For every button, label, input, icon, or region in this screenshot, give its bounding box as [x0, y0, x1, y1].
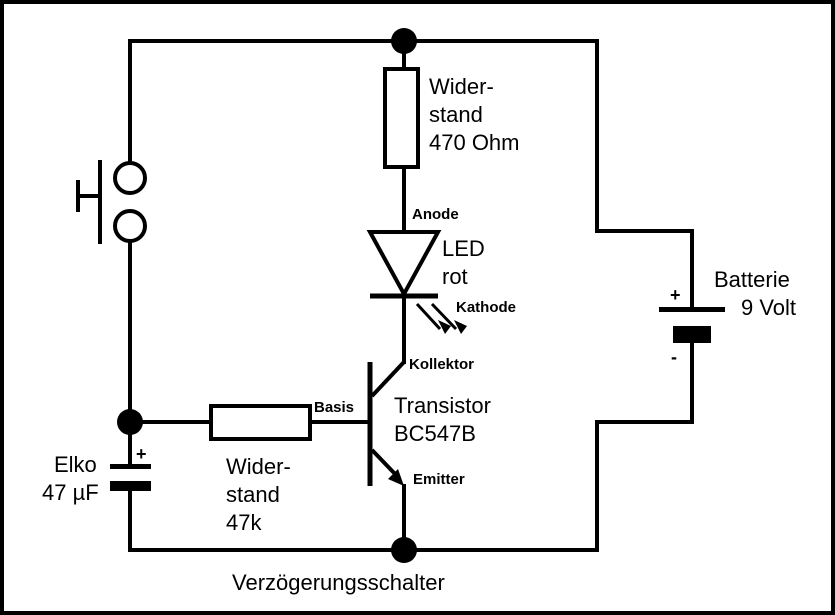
led-label-2: rot	[442, 264, 468, 289]
push-button-switch	[76, 160, 147, 244]
emitter-arrow-icon	[388, 469, 404, 486]
capacitor-symbol	[110, 464, 151, 491]
collector-label: Kollektor	[409, 356, 474, 373]
capacitor-label-2: 47 µF	[42, 480, 99, 505]
anode-label: Anode	[412, 206, 459, 223]
resistor-470-ohm	[383, 67, 420, 169]
capacitor-label-1: Elko	[54, 452, 97, 477]
led-label-1: LED	[442, 236, 485, 261]
resistor-base-label-3: 47k	[226, 510, 262, 535]
junction-dot-left	[117, 409, 143, 435]
schematic: Wider- stand 470 Ohm Anode LED rot Katho…	[42, 28, 796, 595]
battery-minus-label: -	[671, 347, 677, 367]
base-label: Basis	[314, 399, 354, 416]
resistor-top-label-2: stand	[429, 102, 483, 127]
resistor-base-label-1: Wider-	[226, 454, 291, 479]
resistor-top-label-3: 470 Ohm	[429, 130, 520, 155]
transistor-label-2: BC547B	[394, 421, 476, 446]
led-symbol	[366, 230, 467, 334]
resistor-top-label-1: Wider-	[429, 74, 494, 99]
diagram-caption: Verzögerungsschalter	[232, 570, 445, 595]
cathode-label: Kathode	[456, 299, 516, 316]
junction-dot-top	[391, 28, 417, 54]
resistor-base-label-2: stand	[226, 482, 280, 507]
transistor-label-1: Transistor	[394, 393, 491, 418]
battery-plus-label: +	[670, 285, 681, 305]
resistor-47k	[209, 404, 312, 441]
battery-label-1: Batterie	[714, 267, 790, 292]
battery-label-2: 9 Volt	[741, 295, 796, 320]
battery-symbol	[659, 307, 725, 343]
emitter-label: Emitter	[413, 471, 465, 488]
junction-dot-bottom	[391, 537, 417, 563]
capacitor-plus-label: +	[136, 444, 147, 464]
transistor-symbol	[367, 360, 406, 489]
